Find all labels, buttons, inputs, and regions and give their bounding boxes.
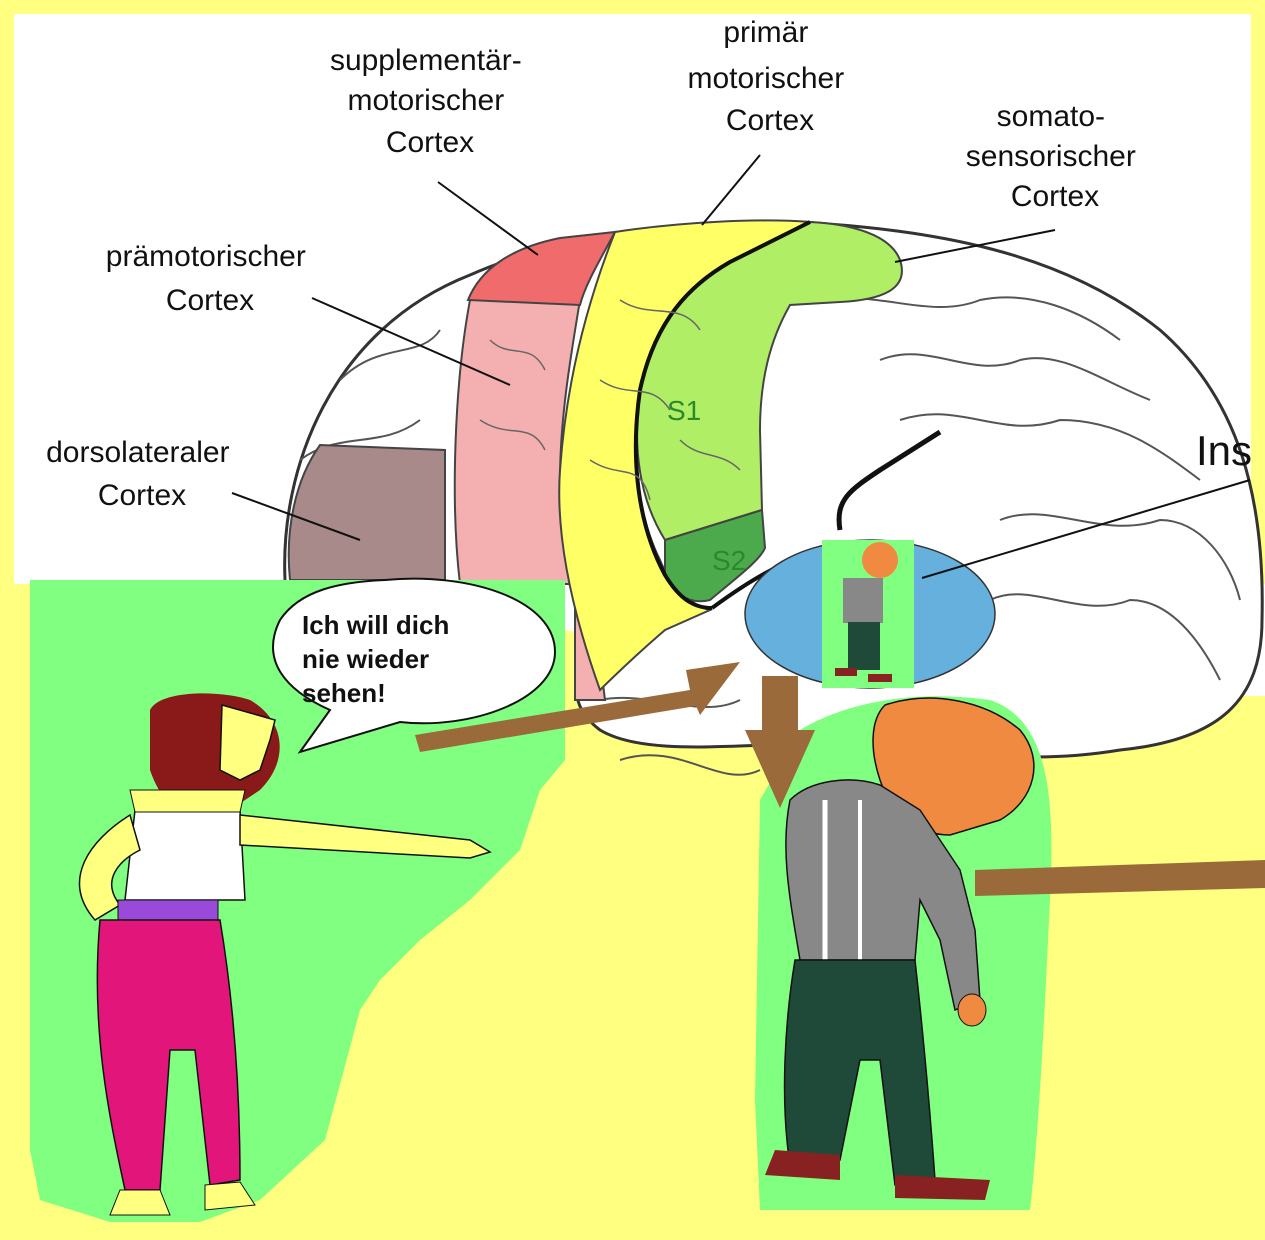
label-s2: S2 bbox=[712, 545, 746, 576]
speech-line-2: nie wieder bbox=[302, 644, 429, 674]
label-insula: Ins bbox=[1196, 427, 1252, 474]
speech-line-1: Ich will dich bbox=[302, 610, 449, 640]
sad-man-figure bbox=[755, 696, 1051, 1210]
small-man-figure bbox=[822, 540, 914, 688]
speech-line-3: sehen! bbox=[302, 678, 386, 708]
label-s1: S1 bbox=[667, 395, 701, 426]
dorsolateral-cortex-region bbox=[289, 445, 445, 580]
